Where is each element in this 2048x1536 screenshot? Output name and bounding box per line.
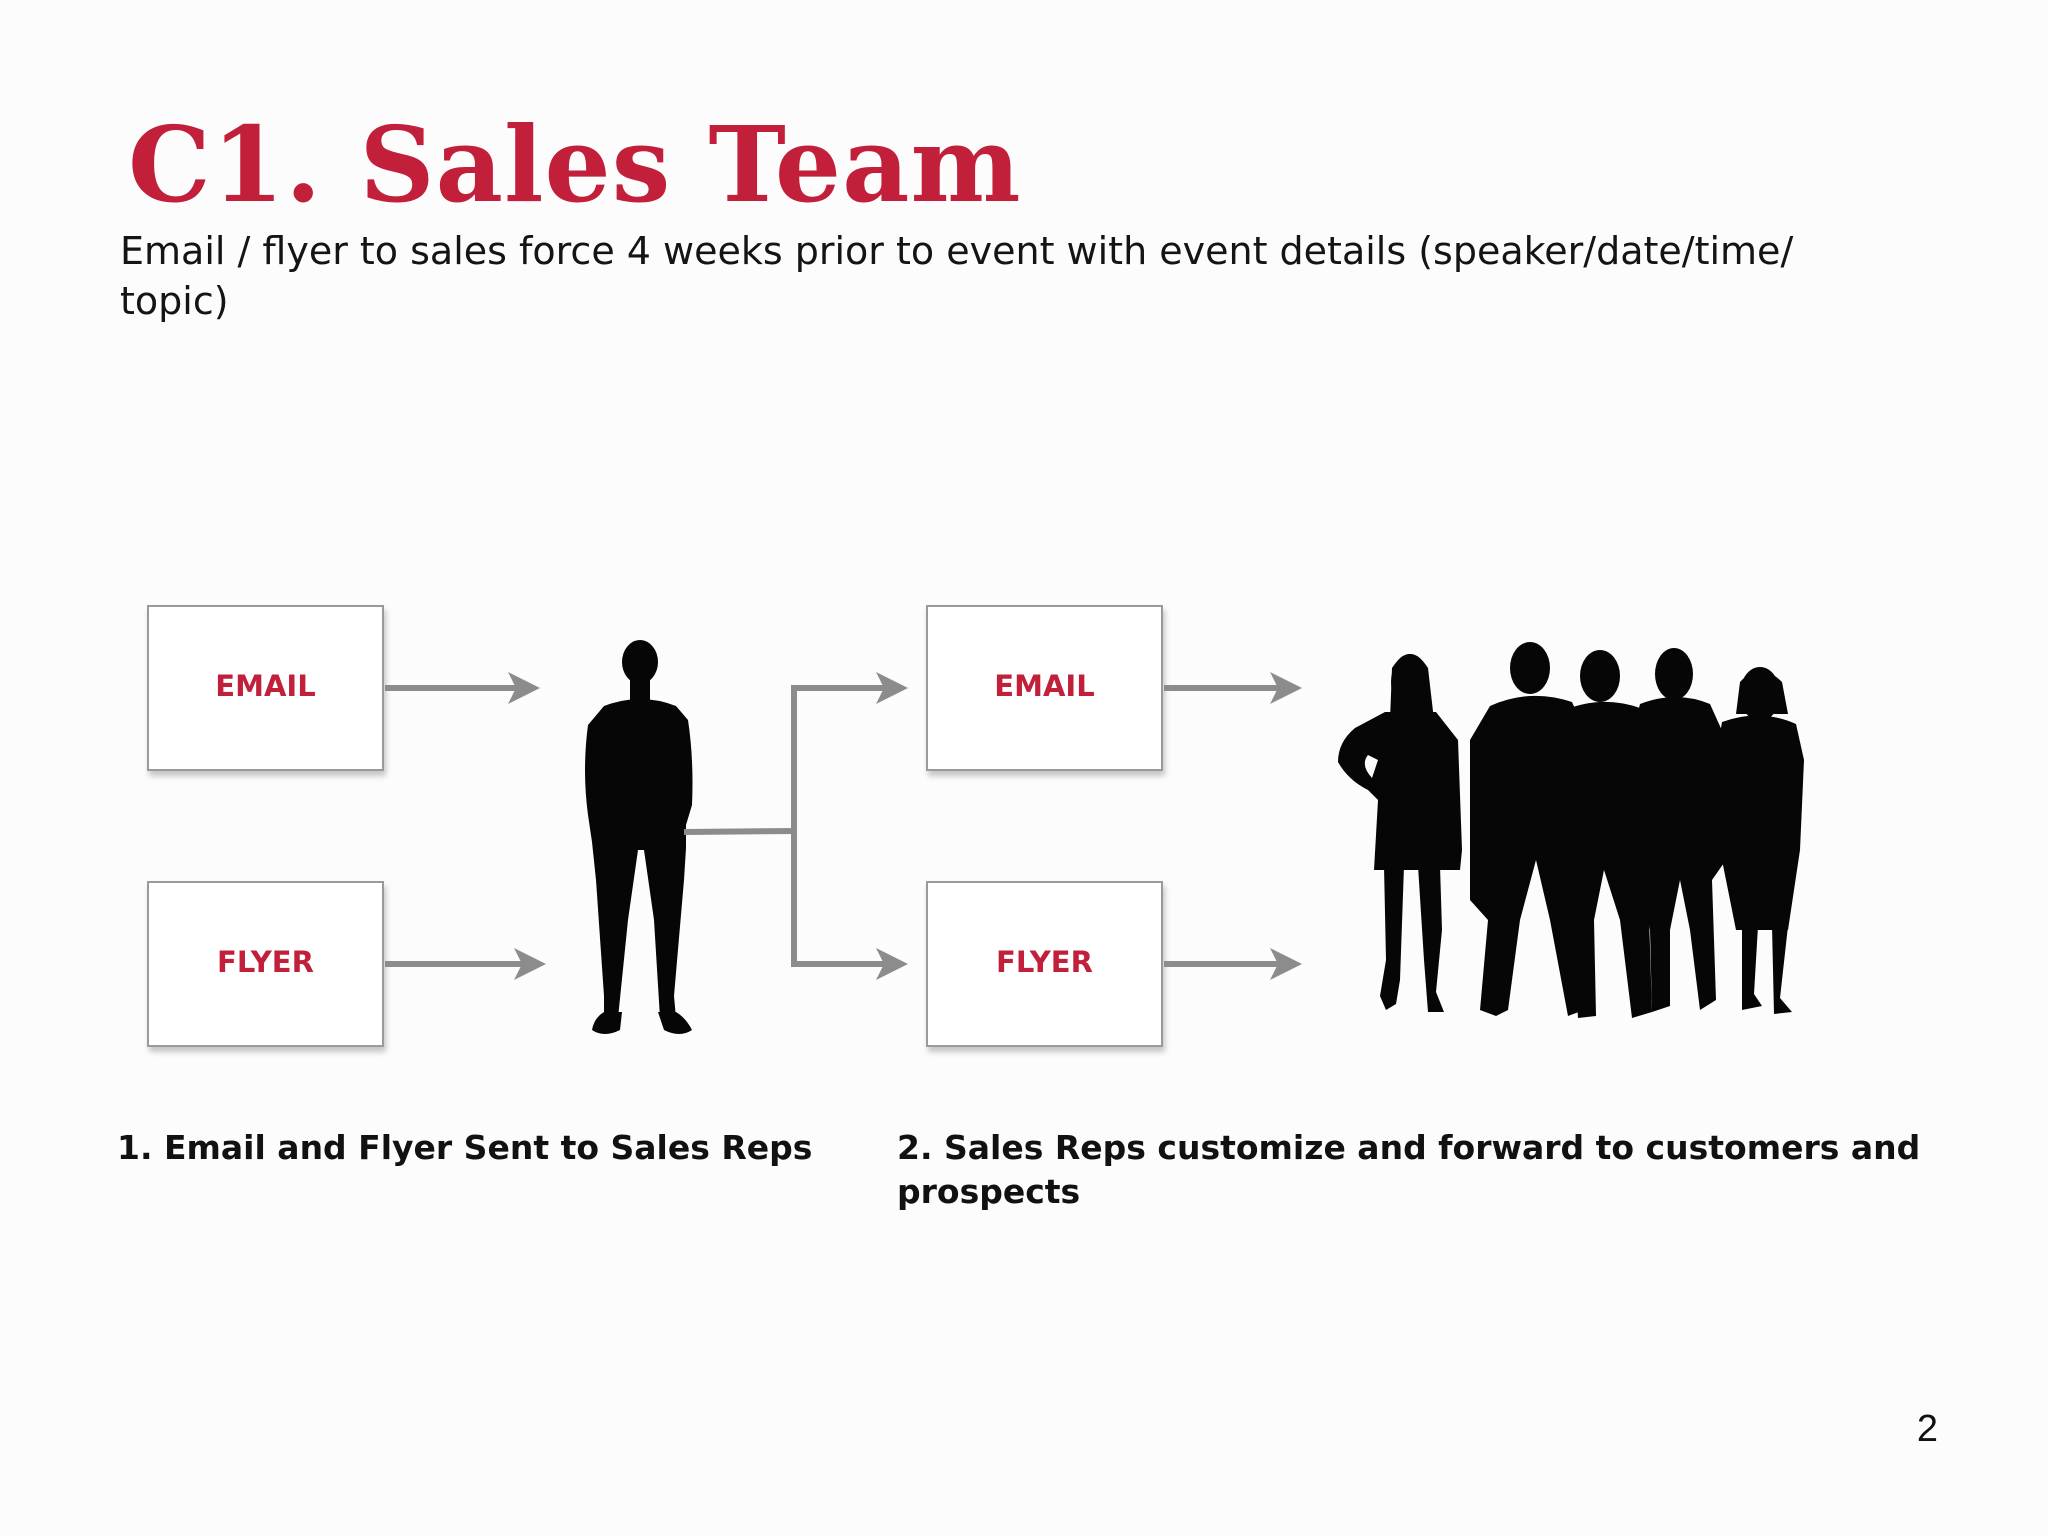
slide-title: C1. Sales Team bbox=[128, 103, 1022, 226]
slide-subtitle: Email / flyer to sales force 4 weeks pri… bbox=[120, 229, 1794, 323]
step-1-caption: 1. Email and Flyer Sent to Sales Reps bbox=[117, 1128, 813, 1167]
arrow-flyer-to-rep bbox=[385, 948, 546, 980]
left-flyer-box: FLYER bbox=[147, 881, 384, 1047]
left-email-label: EMAIL bbox=[215, 669, 315, 703]
step-2-caption: 2. Sales Reps customize and forward to c… bbox=[897, 1128, 1921, 1211]
arrow-email-to-rep bbox=[385, 672, 540, 704]
left-flyer-label: FLYER bbox=[217, 945, 314, 979]
person-silhouette-icon bbox=[585, 640, 693, 1034]
page-number: 2 bbox=[1916, 1408, 1938, 1450]
right-email-label: EMAIL bbox=[994, 669, 1094, 703]
arrow-flyer-to-customers bbox=[1164, 948, 1302, 980]
group-silhouette-icon bbox=[1338, 642, 1804, 1018]
right-flyer-box: FLYER bbox=[926, 881, 1163, 1047]
right-flyer-label: FLYER bbox=[996, 945, 1093, 979]
left-email-box: EMAIL bbox=[147, 605, 384, 771]
branch-connector bbox=[683, 672, 908, 980]
right-email-box: EMAIL bbox=[926, 605, 1163, 771]
arrow-email-to-customers bbox=[1164, 672, 1302, 704]
